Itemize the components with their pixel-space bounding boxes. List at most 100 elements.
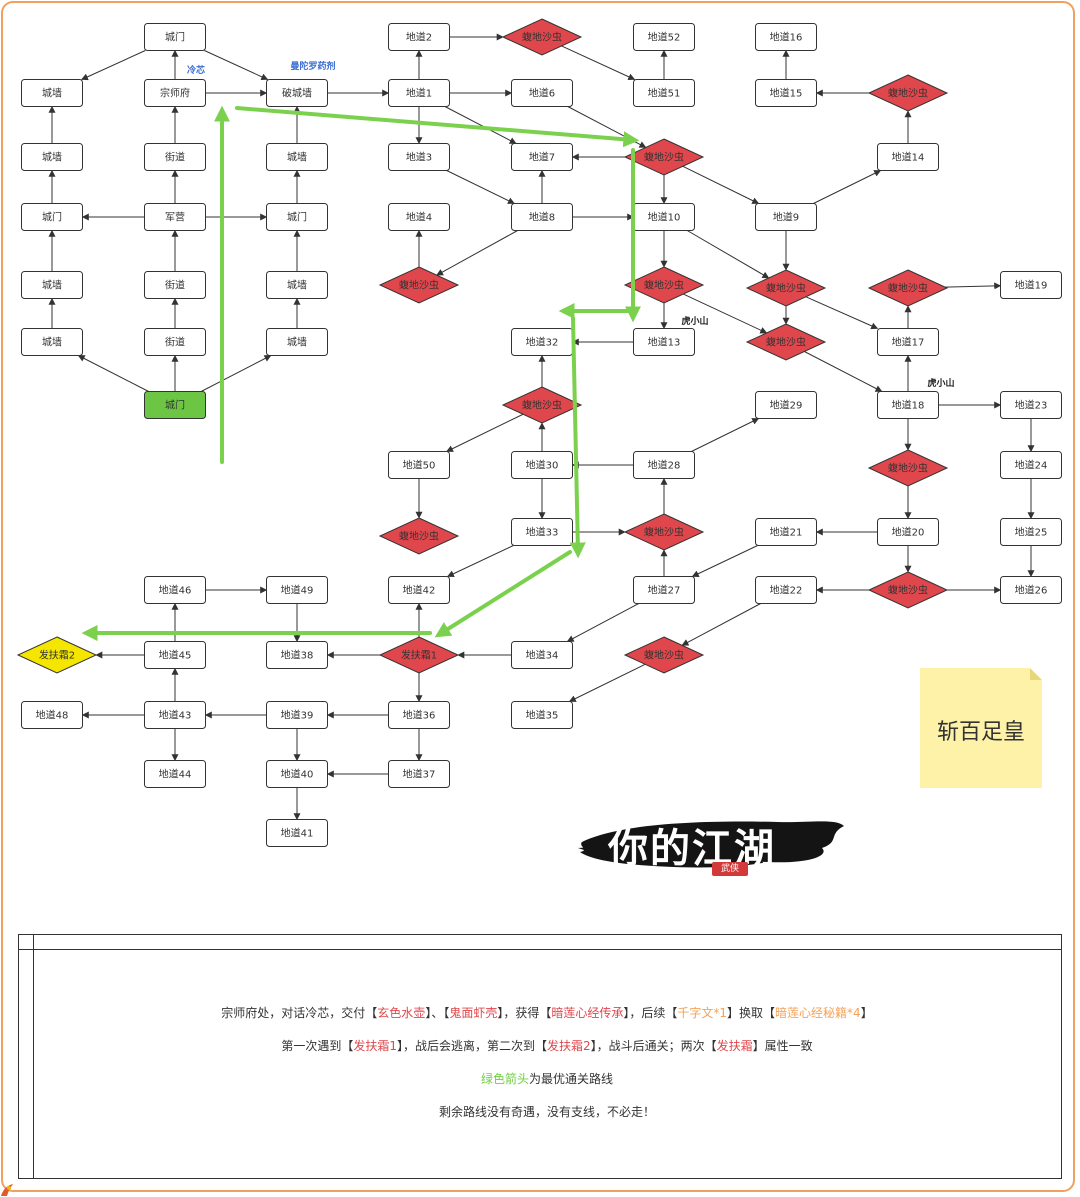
note-line-2: 第一次遇到【发扶霜1】，战后会逃离，第二次到【发扶霜2】，战斗后通关；两次【发扶… (33, 1038, 1061, 1054)
monster-diamond (623, 636, 705, 674)
node-label: 发扶霜1 (401, 649, 437, 662)
node-box (144, 701, 206, 729)
monster-diamond (623, 513, 705, 551)
logo-title: 你的江湖 (608, 825, 776, 872)
map-node-t46: 地道46 (144, 576, 206, 604)
map-node-t15: 地道15 (755, 79, 817, 107)
boss-first: 发扶霜1 (353, 1039, 397, 1053)
node-label: 地道18 (892, 399, 925, 412)
map-node-t32: 地道32 (511, 328, 573, 356)
node-label: 地道48 (36, 709, 69, 722)
monster-diamond (623, 138, 705, 176)
map-node-n4: 破城墙 (266, 79, 328, 107)
map-node-n5: 城墙 (21, 143, 83, 171)
node-label: 地道43 (159, 709, 192, 722)
edge-d14-t35 (568, 663, 646, 702)
node-label: 地道32 (526, 336, 559, 349)
map-node-d12: 蝮地沙虫 (623, 513, 705, 551)
map-node-t28: 地道28 (633, 451, 695, 479)
sticky-note-text: 斩百足皇 (936, 720, 1025, 745)
map-node-t49: 地道49 (266, 576, 328, 604)
node-label: 街道 (165, 336, 185, 349)
node-label: 地道3 (406, 151, 432, 164)
edge-d8-t18 (804, 351, 883, 392)
node-label: 地道1 (406, 87, 432, 100)
node-label: 蝮地沙虫 (888, 584, 928, 597)
map-node-d2: 蝮地沙虫 (867, 74, 949, 112)
node-box (388, 79, 450, 107)
node-box (1000, 451, 1062, 479)
note-1-part-6: 】，后续【 (623, 1006, 678, 1020)
node-label: 城墙 (287, 279, 307, 292)
node-box (266, 819, 328, 847)
monster-diamond (867, 269, 949, 307)
node-box (144, 576, 206, 604)
map-node-n1: 城门 (144, 23, 206, 51)
node-label: 地道4 (406, 211, 432, 224)
map-node-t39: 地道39 (266, 701, 328, 729)
node-label: 城墙 (42, 87, 62, 100)
start-node-box (144, 391, 206, 419)
note-1-part-2: 】、【 (425, 1006, 450, 1020)
node-box (266, 641, 328, 669)
node-label: 蝮地沙虫 (888, 462, 928, 475)
monster-diamond (623, 266, 705, 304)
node-box (511, 143, 573, 171)
edge-n17-n16 (200, 355, 272, 392)
map-node-t18: 地道18 (877, 391, 939, 419)
map-node-d13: 蝮地沙虫 (867, 571, 949, 609)
node-label: 地道24 (1015, 459, 1048, 472)
corner-brand-icon (1, 1184, 13, 1196)
map-node-n12: 街道 (144, 271, 206, 299)
node-label: 城门 (165, 399, 185, 412)
node-box (21, 701, 83, 729)
map-node-t52: 地道52 (633, 23, 695, 51)
edge-n17-n14 (77, 355, 149, 392)
node-box (144, 760, 206, 788)
node-box (388, 143, 450, 171)
node-label: 地道36 (403, 709, 436, 722)
map-node-n10: 城门 (266, 203, 328, 231)
node-label: 城墙 (287, 151, 307, 164)
map-node-t37: 地道37 (388, 760, 450, 788)
edge-d9-t50 (446, 413, 524, 452)
game-logo: 你的江湖 武侠 (578, 812, 846, 882)
node-label: 地道40 (281, 768, 314, 781)
node-box (877, 518, 939, 546)
map-node-t42: 地道42 (388, 576, 450, 604)
node-label: 地道37 (403, 768, 436, 781)
node-box (266, 143, 328, 171)
edge-t21-t27 (691, 545, 758, 577)
node-label: 地道8 (529, 211, 555, 224)
node-label: 城墙 (42, 151, 62, 164)
map-node-t24: 地道24 (1000, 451, 1062, 479)
node-label: 城墙 (287, 336, 307, 349)
map-node-t30: 地道30 (511, 451, 573, 479)
edge-t8-d4 (436, 230, 518, 276)
map-node-n15: 街道 (144, 328, 206, 356)
node-label: 发扶霜2 (39, 649, 75, 662)
node-label: 蝮地沙虫 (766, 282, 806, 295)
node-box (1000, 518, 1062, 546)
node-box (388, 576, 450, 604)
item-ghost-shrimp-shell: 鬼面虾壳 (449, 1006, 498, 1020)
node-label: 地道6 (529, 87, 555, 100)
map-node-t17: 地道17 (877, 328, 939, 356)
map-node-t40: 地道40 (266, 760, 328, 788)
node-box (511, 641, 573, 669)
node-box (144, 23, 206, 51)
map-node-n17: 城门 (144, 391, 206, 419)
node-label: 宗师府 (160, 87, 190, 100)
node-label: 地道15 (770, 87, 803, 100)
map-node-b2: 发扶霜2 (16, 636, 98, 674)
node-label: 城门 (165, 31, 185, 44)
map-node-t21: 地道21 (755, 518, 817, 546)
node-label: 地道46 (159, 584, 192, 597)
map-node-t23: 地道23 (1000, 391, 1062, 419)
node-label: 地道29 (770, 399, 803, 412)
node-label: 地道50 (403, 459, 436, 472)
node-box (388, 203, 450, 231)
node-label: 地道23 (1015, 399, 1048, 412)
node-label: 街道 (165, 151, 185, 164)
